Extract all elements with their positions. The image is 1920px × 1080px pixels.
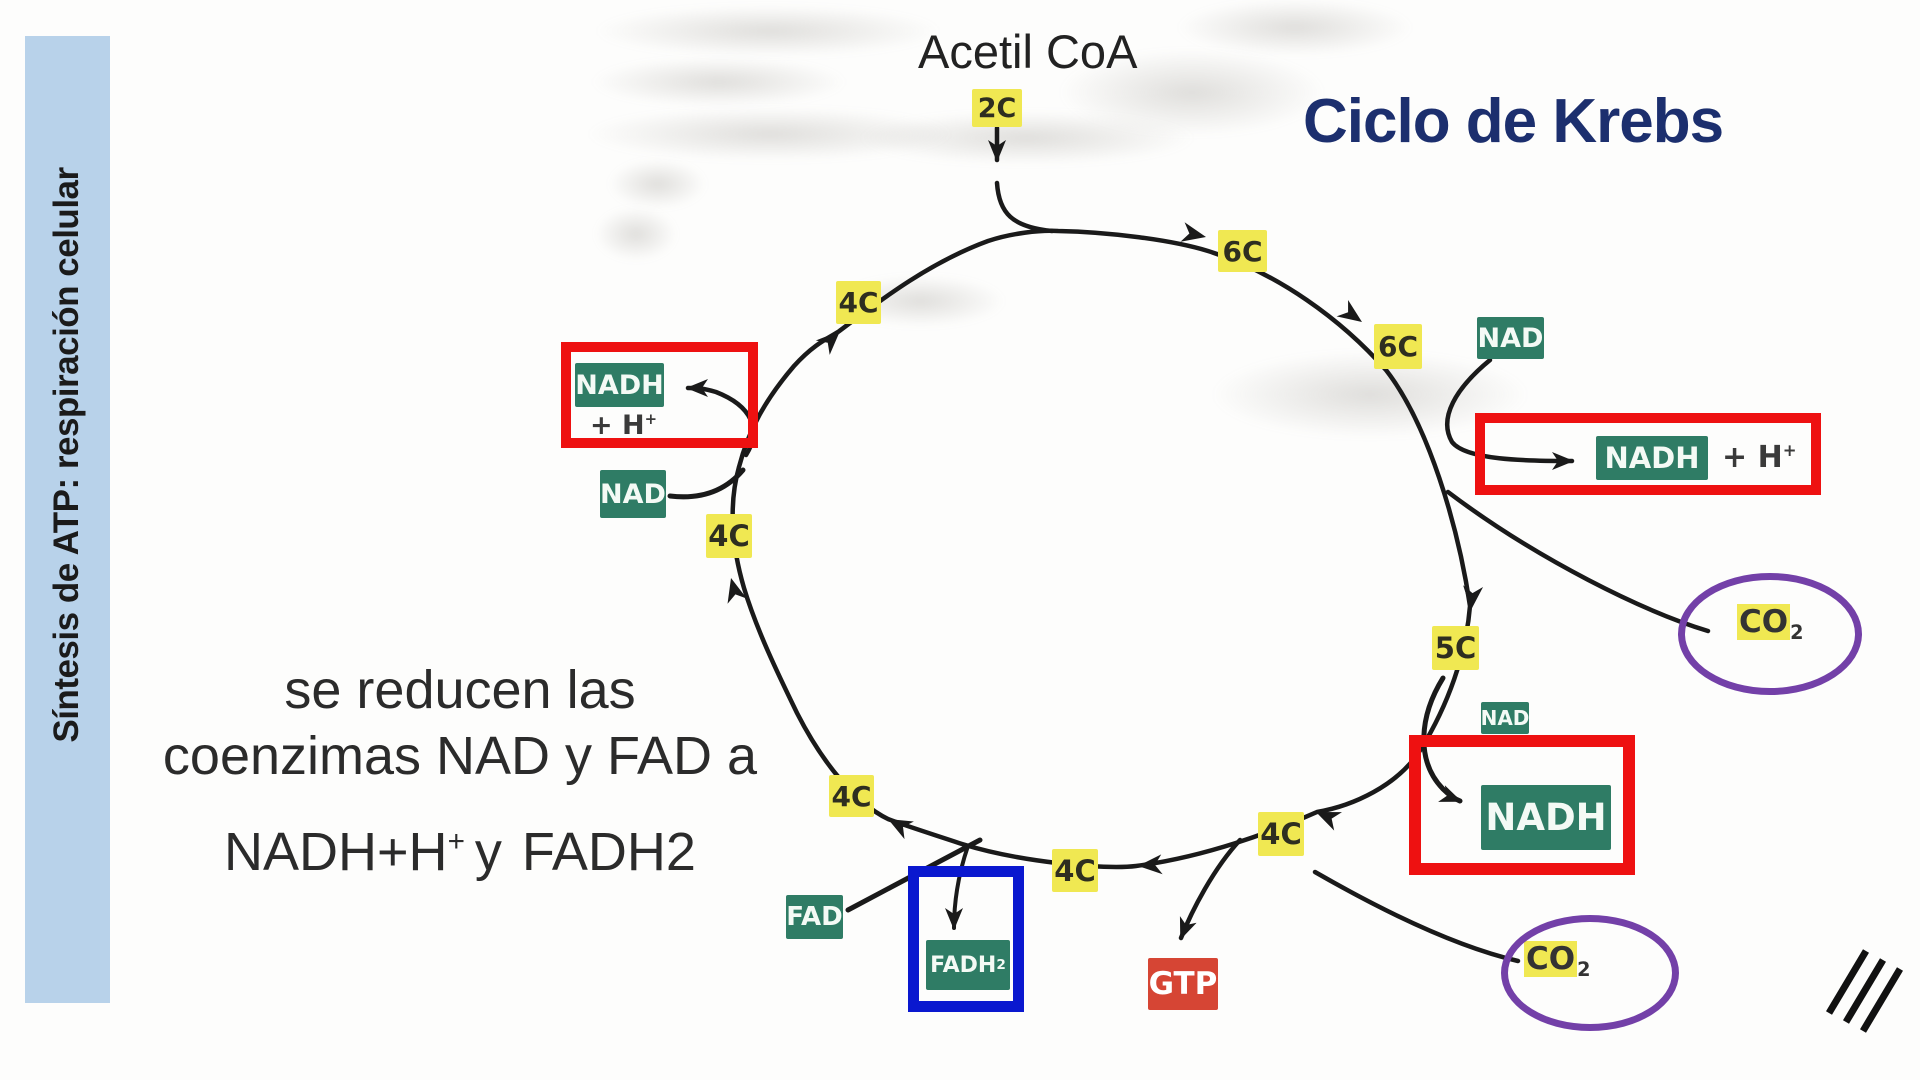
carbon-box-4c-bottom-right: 4C	[1258, 812, 1304, 856]
caption-text: se reducen las coenzimas NAD y FAD a NAD…	[120, 658, 800, 886]
triple-slash-icon	[1825, 949, 1904, 1033]
nad-box-left: NAD	[600, 470, 666, 518]
carbon-box-4c-northwest: 4C	[836, 281, 881, 324]
carbon-box-4c-west: 4C	[706, 514, 752, 558]
caption-line-1: se reducen las	[284, 660, 636, 720]
carbon-box-4c-bottom-left: 4C	[829, 775, 874, 817]
fadh2-arrow	[945, 844, 970, 930]
arrowhead-into-6c-top	[1180, 222, 1206, 242]
acetil-merge-curve	[994, 180, 1055, 234]
scan-artifact	[598, 6, 938, 56]
arrowhead-into-4c-northwest	[815, 331, 840, 355]
carbon-box-6c-top: 6C	[1218, 230, 1267, 272]
scan-artifact	[596, 208, 676, 260]
scan-artifact	[862, 112, 1192, 164]
scan-artifact	[610, 160, 705, 208]
fad-box: FAD	[786, 895, 843, 939]
scan-artifact	[594, 58, 844, 106]
carbon-box-5c: 5C	[1432, 626, 1479, 670]
arrowhead-into-4c-bottom-right	[1316, 812, 1342, 831]
page-title: Ciclo de Krebs	[1303, 87, 1724, 156]
highlight-oval-co2-lower	[1501, 915, 1679, 1031]
scan-artifact	[590, 108, 950, 160]
nad-to-nadh-right-arrow	[1445, 357, 1575, 470]
nadh-box-right: NADH	[1596, 436, 1708, 480]
caption-line-2: coenzimas NAD y FAD a	[162, 725, 758, 786]
arrowhead-into-5c	[1463, 585, 1484, 610]
carbon-box-2c: 2C	[972, 89, 1022, 127]
gtp-arrow	[1178, 837, 1243, 941]
arrowhead-into-4c-bottom-mid	[1138, 854, 1163, 875]
nadh-box-left: NADH	[575, 363, 664, 407]
co2-upper-line	[1445, 489, 1711, 634]
h-plus-right: + H+	[1722, 440, 1797, 475]
arrowhead-into-4c-west	[727, 578, 747, 604]
highlight-frame-fadh2	[908, 866, 1024, 1012]
carbon-box-6c-right: 6C	[1374, 324, 1422, 369]
carbon-box-4c-bottom-mid: 4C	[1052, 849, 1098, 892]
nad-box-bottom: NAD	[1481, 702, 1529, 734]
cycle-arrowheads	[727, 222, 1484, 875]
nad-left-connector	[667, 467, 746, 500]
acetil-coa-label: Acetil CoA	[918, 25, 1138, 78]
scan-artifact	[1062, 50, 1322, 135]
nad-box-right: NAD	[1477, 317, 1544, 359]
arrowhead-into-4c-bottom-left	[888, 819, 914, 840]
highlight-frame-nadh-right	[1475, 413, 1821, 495]
arrowhead-into-6c-right	[1336, 300, 1362, 322]
nad-to-nadh-bottom-arrow	[1421, 675, 1463, 804]
scan-artifact	[1215, 352, 1525, 437]
gtp-box: GTP	[1148, 958, 1218, 1010]
scan-artifact	[1180, 0, 1410, 55]
cycle-loop-path	[730, 228, 1473, 870]
highlight-frame-nadh-bottom	[1409, 735, 1635, 875]
sidebar-banner	[25, 36, 110, 1003]
h-plus-left: + H+	[590, 410, 658, 441]
co2-lower-line	[1312, 869, 1521, 964]
nadh-box-bottom: NADH	[1481, 785, 1611, 850]
highlight-oval-co2-upper	[1678, 573, 1862, 695]
highlight-frame-nadh-left	[561, 342, 758, 448]
